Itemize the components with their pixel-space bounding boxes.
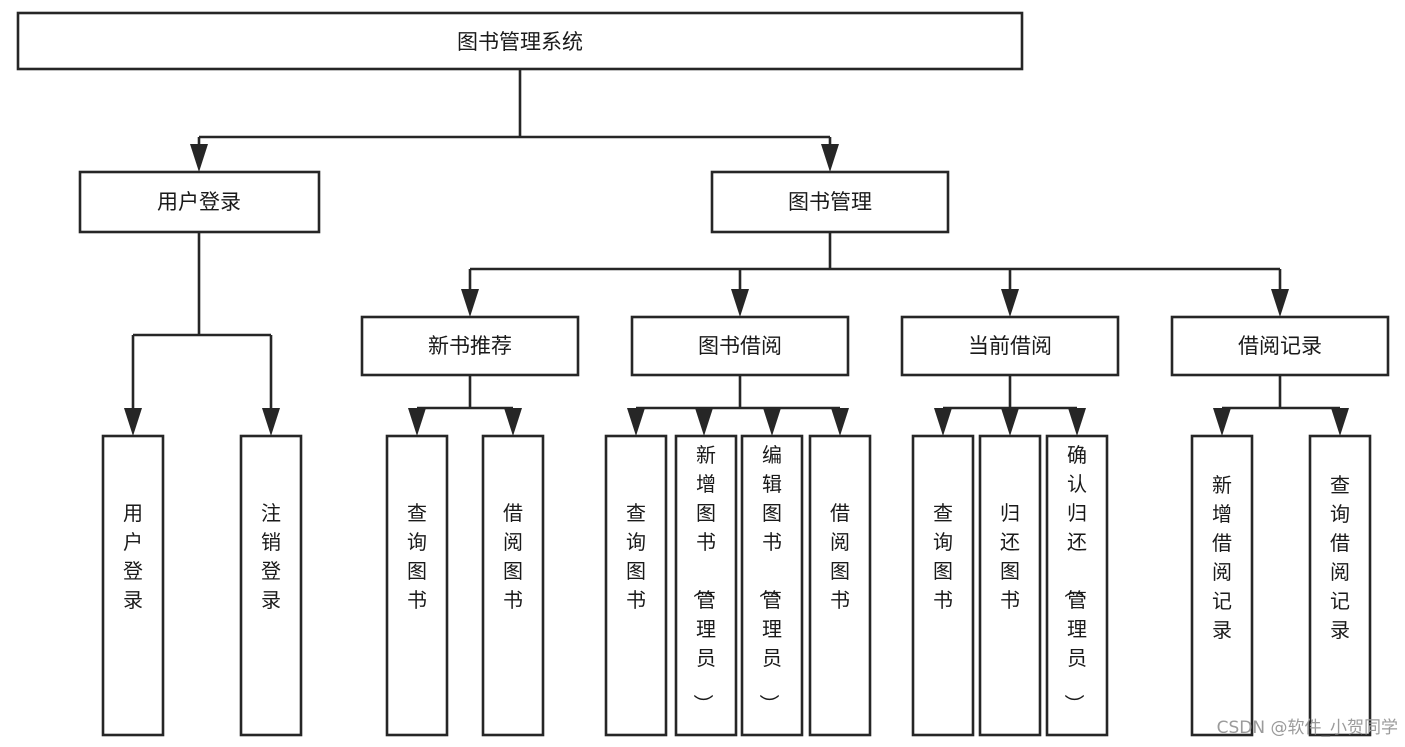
leaf-borrow-3[interactable]: 编辑图书（管理员）	[740, 434, 804, 737]
arrow-to-leaf-current-1	[934, 408, 952, 436]
arrow-to-leaf-record-2	[1331, 408, 1349, 436]
node-new-book-recommend[interactable]: 新书推荐	[360, 315, 580, 377]
leaf-box[interactable]	[1308, 434, 1372, 737]
leaf-label: 查询图书	[626, 501, 646, 612]
csdn-watermark: CSDN @软件_小贺同学	[1217, 718, 1398, 738]
arrow-to-book-mgmt	[821, 144, 839, 172]
arrow-to-borrow-record	[1271, 289, 1289, 317]
node-borrow-record[interactable]: 借阅记录	[1170, 315, 1390, 377]
leaf-label: 确认归还（管理员）	[1062, 443, 1087, 714]
leaf-box[interactable]	[604, 434, 668, 737]
leaf-label: 查询图书	[407, 501, 427, 612]
leaf-box[interactable]	[740, 434, 804, 737]
leaf-box[interactable]	[1190, 434, 1254, 737]
arrow-to-leaf-record-1	[1213, 408, 1231, 436]
node-user-login[interactable]: 用户登录	[78, 170, 321, 234]
leaf-user-login-1[interactable]: 用户登录	[101, 434, 165, 737]
leaf-label: 借阅图书	[503, 501, 523, 612]
leaf-current-3[interactable]: 确认归还（管理员）	[1045, 434, 1109, 737]
leaf-box[interactable]	[1045, 434, 1109, 737]
leaf-label: 新增图书（管理员）	[691, 443, 716, 714]
leaf-label: 归还图书	[1000, 501, 1020, 612]
leaf-record-2[interactable]: 查询借阅记录	[1308, 434, 1372, 737]
book-management-label: 图书管理	[788, 190, 872, 214]
arrow-to-book-borrow	[731, 289, 749, 317]
arrow-to-leaf-user-login-2	[262, 408, 280, 436]
leaf-user-login-2[interactable]: 注销登录	[239, 434, 303, 737]
new-book-recommend-label: 新书推荐	[428, 334, 512, 358]
arrow-to-leaf-user-login-1	[124, 408, 142, 436]
leaf-recommend-1[interactable]: 查询图书	[385, 434, 449, 737]
user-login-box[interactable]	[78, 170, 321, 234]
leaf-record-1[interactable]: 新增借阅记录	[1190, 434, 1254, 737]
leaf-box[interactable]	[481, 434, 545, 737]
leaf-current-1[interactable]: 查询图书	[911, 434, 975, 737]
arrow-to-leaf-borrow-1	[627, 408, 645, 436]
leaf-recommend-2[interactable]: 借阅图书	[481, 434, 545, 737]
leaf-box[interactable]	[808, 434, 872, 737]
arrow-to-leaf-recommend-2	[504, 408, 522, 436]
leaf-current-2[interactable]: 归还图书	[978, 434, 1042, 737]
arrowhead-layer	[124, 144, 1349, 436]
leaf-box[interactable]	[101, 434, 165, 737]
leaf-borrow-1[interactable]: 查询图书	[604, 434, 668, 737]
borrow-record-box[interactable]	[1170, 315, 1390, 377]
leaf-label: 查询图书	[933, 501, 953, 612]
arrow-to-leaf-borrow-4	[831, 408, 849, 436]
node-book-management[interactable]: 图书管理	[710, 170, 950, 234]
leaf-box[interactable]	[239, 434, 303, 737]
leaf-label: 编辑图书（管理员）	[757, 443, 782, 714]
borrow-record-label: 借阅记录	[1238, 334, 1322, 358]
leaf-borrow-4[interactable]: 借阅图书	[808, 434, 872, 737]
arrow-to-leaf-borrow-2	[695, 408, 713, 436]
arrow-to-leaf-current-3	[1068, 408, 1086, 436]
leaf-label: 注销登录	[261, 501, 281, 612]
root-box[interactable]	[16, 11, 1024, 71]
book-borrow-box[interactable]	[630, 315, 850, 377]
root-label: 图书管理系统	[457, 30, 583, 54]
leaf-box[interactable]	[385, 434, 449, 737]
leaf-label: 查询借阅记录	[1330, 473, 1350, 642]
arrow-to-user-login	[190, 144, 208, 172]
node-root[interactable]: 图书管理系统	[16, 11, 1024, 71]
user-login-label: 用户登录	[157, 190, 241, 214]
leaf-box[interactable]	[978, 434, 1042, 737]
new-book-recommend-box[interactable]	[360, 315, 580, 377]
book-management-box[interactable]	[710, 170, 950, 234]
leaf-label: 新增借阅记录	[1212, 473, 1232, 642]
current-borrow-label: 当前借阅	[968, 334, 1052, 358]
leaf-label: 借阅图书	[830, 501, 850, 612]
arrow-to-leaf-recommend-1	[408, 408, 426, 436]
leaf-box[interactable]	[674, 434, 738, 737]
arrow-to-leaf-borrow-3	[763, 408, 781, 436]
arrow-to-new-book-recommend	[461, 289, 479, 317]
arrow-to-current-borrow	[1001, 289, 1019, 317]
leaf-borrow-2[interactable]: 新增图书（管理员）	[674, 434, 738, 737]
current-borrow-box[interactable]	[900, 315, 1120, 377]
book-borrow-label: 图书借阅	[698, 334, 782, 358]
leaf-box[interactable]	[911, 434, 975, 737]
leaf-label: 用户登录	[123, 501, 143, 612]
node-book-borrow[interactable]: 图书借阅	[630, 315, 850, 377]
arrow-to-leaf-current-2	[1001, 408, 1019, 436]
node-current-borrow[interactable]: 当前借阅	[900, 315, 1120, 377]
